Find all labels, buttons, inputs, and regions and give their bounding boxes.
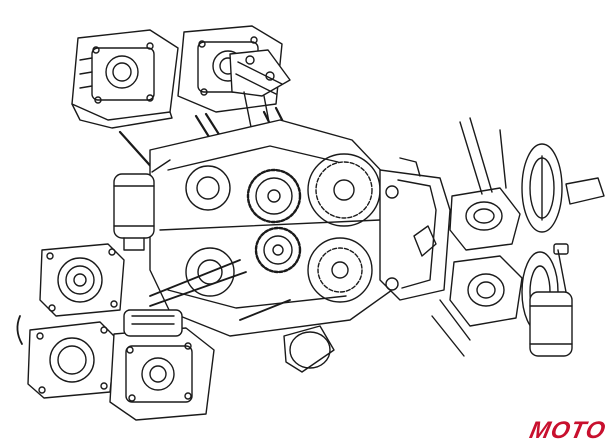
exhaust-stub	[565, 177, 605, 205]
piston-front	[283, 325, 335, 373]
upper-cylinder-head-left	[71, 29, 179, 129]
dynamo	[113, 159, 171, 251]
timing-gear-upper	[246, 168, 302, 224]
timing-gear-middle	[254, 226, 302, 274]
lower-cylinder-head-right	[109, 327, 215, 421]
gearbox-cover	[379, 157, 451, 301]
carburettor	[529, 243, 573, 357]
flywheel	[307, 153, 381, 303]
piston-rear	[123, 309, 183, 337]
lower-cylinder-left-bottom	[27, 321, 117, 399]
moto-watermark: MOTO	[527, 417, 609, 444]
right-lower-cylinder	[431, 255, 523, 357]
connecting-rods	[16, 259, 291, 345]
right-cylinder-barrel	[449, 117, 521, 251]
lower-cylinder-left-top	[39, 243, 125, 317]
right-valve-cover	[521, 143, 563, 233]
